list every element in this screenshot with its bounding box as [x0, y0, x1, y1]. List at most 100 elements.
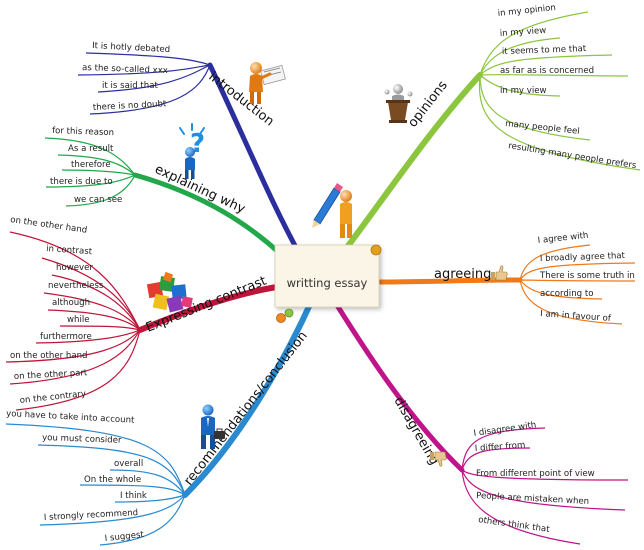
leaf-line	[479, 37, 561, 76]
leaf-text: many people feel	[505, 119, 580, 137]
leaf-line	[77, 64, 211, 76]
leaf-line	[519, 279, 623, 325]
branch-label-recommendations: recommendations/conclusion	[181, 329, 310, 489]
leaf-line	[9, 329, 141, 385]
leaf-line	[57, 154, 136, 176]
leaf-line	[479, 11, 589, 76]
leaf-text: There is some truth in	[539, 271, 635, 281]
leaf-text: however	[56, 263, 93, 273]
leaf-text: in my view	[500, 86, 547, 96]
leaf-line	[37, 444, 186, 496]
pin-icon	[284, 308, 294, 318]
leaf-line	[85, 52, 211, 66]
leaf-line	[43, 292, 141, 331]
leaf-text: I disagree with	[473, 420, 537, 439]
leaf-line	[79, 484, 186, 496]
leaf-text: I differ from	[475, 440, 526, 454]
leaf-text: in contrast	[46, 244, 93, 257]
puzzle-icon	[146, 271, 193, 313]
branch-line-opinions	[342, 72, 483, 253]
leaf-text: for this reason	[52, 126, 114, 138]
leaf-line	[5, 329, 141, 363]
leaf-text: we can see	[74, 195, 122, 205]
introduction-leaves: It is hotly debated as the so-called xxx…	[77, 41, 277, 129]
branch-label-explaining-why: explaining why	[152, 162, 247, 217]
center-title: writting essay	[287, 276, 368, 290]
leaf-line	[519, 244, 591, 281]
leaf-line	[461, 447, 531, 471]
leaf-line	[9, 231, 141, 331]
leaf-text: it seems to me that	[502, 44, 587, 57]
branch-line-recommendations	[182, 297, 315, 498]
leaf-text: furthermore	[40, 332, 92, 342]
leaf-text: in my view	[500, 26, 547, 39]
presenter-figure-icon	[249, 62, 286, 104]
leaf-text: I am in favour of	[540, 309, 612, 324]
disagreeing-leaves: I disagree with I differ from From diffe…	[391, 395, 629, 545]
thumbs-down-icon	[430, 451, 447, 467]
question-figure-icon: ?	[179, 123, 205, 179]
leaf-line	[65, 174, 136, 207]
leaf-line	[479, 73, 629, 77]
branch-line-disagreeing	[332, 299, 465, 473]
leaf-text: I agree with	[537, 231, 589, 246]
leaf-line	[45, 174, 136, 188]
leaf-text: there is due to	[50, 177, 113, 187]
leaf-text: there is no doubt	[93, 99, 168, 113]
leaf-line	[51, 274, 141, 331]
leaf-line	[89, 64, 211, 115]
leaf-line	[461, 427, 546, 471]
leaf-line	[39, 494, 186, 526]
leaf-line	[461, 469, 626, 511]
leaf-line	[47, 309, 141, 331]
opinions-leaves: in my opinion in my view it seems to me …	[405, 3, 641, 171]
center-card	[274, 244, 380, 308]
leaf-text: On the whole	[84, 475, 141, 485]
leaf-text: it is said that	[102, 81, 158, 91]
leaf-text: on the other part	[14, 368, 89, 382]
leaf-text: I think	[120, 491, 147, 501]
branch-line-explaining-why	[132, 172, 288, 261]
leaf-line	[61, 169, 136, 176]
leaf-line	[461, 469, 629, 481]
leaf-text: on the contrary	[19, 389, 86, 406]
leaf-line	[59, 325, 141, 331]
leaf-line	[519, 279, 603, 300]
agreeing-leaves: I agree with I broadly agree that There …	[434, 231, 636, 325]
leaf-text: I broadly agree that	[540, 251, 626, 264]
leaf-text: From different point of view	[476, 469, 595, 479]
leaf-text: nevertheless	[48, 281, 104, 291]
leaf-line	[479, 54, 613, 76]
explaining-why-leaves: for this reason As a result therefore th…	[44, 126, 248, 217]
leaf-line	[519, 262, 636, 281]
recommendations-leaves: you have to take into account you must c…	[5, 329, 311, 546]
leaf-line	[114, 494, 186, 503]
leaf-line	[519, 279, 636, 282]
leaf-line	[479, 74, 591, 141]
leaf-line	[461, 469, 581, 545]
leaf-text: according to	[540, 289, 593, 299]
leaf-line	[41, 257, 141, 331]
leaf-line	[5, 423, 186, 496]
leaf-text: It is hotly debated	[92, 41, 171, 55]
pencil-figure-icon	[312, 183, 352, 238]
leaf-line	[44, 137, 136, 176]
leaf-line	[478, 74, 641, 171]
leaf-text: therefore	[71, 160, 111, 170]
branch-label-agreeing: agreeing	[434, 267, 491, 282]
expressing-contrast-leaves: on the other hand in contrast however ne…	[5, 215, 269, 411]
pin-icon	[276, 313, 286, 323]
leaf-text: you must consider	[42, 433, 122, 446]
leaf-line	[99, 494, 186, 546]
center-node[interactable]: writting essay	[274, 244, 382, 323]
leaf-text: others think that	[478, 515, 551, 535]
leaf-text: resulting many people prefers	[508, 141, 638, 171]
leaf-text: on the other hand	[10, 215, 88, 236]
leaf-line	[15, 329, 141, 411]
businessman-icon	[201, 404, 225, 449]
leaf-text: you have to take into account	[6, 409, 135, 426]
leaf-line	[109, 469, 186, 496]
leaf-line	[97, 64, 211, 93]
pin-icon	[370, 244, 382, 256]
leaf-text: although	[52, 298, 90, 308]
